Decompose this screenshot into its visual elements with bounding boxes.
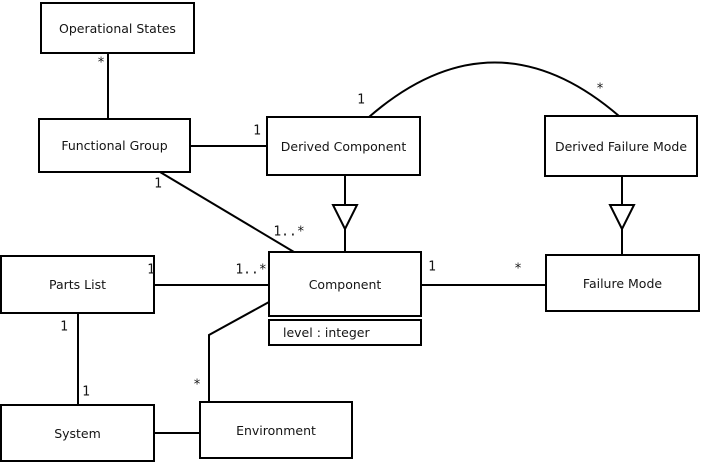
edge-functional-group-component bbox=[159, 171, 295, 253]
class-name-parts-list: Parts List bbox=[48, 277, 106, 292]
attribute-level-integer: level : integer bbox=[283, 325, 370, 340]
class-derived-failure-mode: Derived Failure Mode bbox=[544, 115, 698, 177]
multiplicity-parts-list-to-system-bottom: 1 bbox=[82, 384, 90, 400]
class-name-system: System bbox=[54, 425, 101, 441]
class-name-component: Component bbox=[308, 276, 382, 292]
edge-component-environment bbox=[208, 301, 270, 402]
class-name-functional-group: Functional Group bbox=[61, 138, 168, 153]
class-name-failure-mode: Failure Mode bbox=[582, 275, 663, 291]
generalization-triangle-component bbox=[331, 204, 359, 232]
multiplicity-arc-near-derived-component: 1 bbox=[357, 92, 365, 108]
multiplicity-component-end-from-parts-list: 1..* bbox=[235, 262, 267, 278]
multiplicity-environment-end: * bbox=[193, 377, 201, 393]
class-component-attribute-compartment: level : integer bbox=[268, 319, 422, 346]
class-name-environment: Environment bbox=[236, 422, 316, 438]
multiplicity-parts-list-to-system-top: 1 bbox=[60, 319, 68, 335]
multiplicity-arc-near-derived-failure-mode: * bbox=[596, 81, 604, 97]
class-operational-states: Operational States bbox=[40, 2, 195, 54]
class-name-derived-component: Derived Component bbox=[280, 138, 407, 154]
multiplicity-derived-component-near-functional-group: 1 bbox=[253, 123, 261, 139]
class-functional-group: Functional Group bbox=[38, 118, 191, 173]
multiplicity-functional-group-end: 1 bbox=[154, 176, 162, 192]
class-derived-component: Derived Component bbox=[266, 116, 421, 176]
multiplicity-operational-states: * bbox=[97, 55, 105, 71]
multiplicity-parts-list-end: 1 bbox=[147, 262, 155, 278]
edge-arc-derived-component-derived-failure-mode bbox=[368, 61, 620, 118]
class-component: Component level : integer bbox=[268, 251, 422, 346]
multiplicity-failure-mode-end: * bbox=[514, 261, 522, 277]
class-failure-mode: Failure Mode bbox=[545, 254, 700, 312]
multiplicity-component-end-from-functional-group: 1..* bbox=[273, 224, 305, 240]
class-system: System bbox=[0, 404, 155, 462]
class-name-derived-failure-mode: Derived Failure Mode bbox=[554, 138, 688, 154]
class-parts-list: Parts List bbox=[0, 255, 155, 314]
generalization-triangle-failure-mode bbox=[608, 204, 636, 232]
class-environment: Environment bbox=[199, 401, 353, 459]
class-name-operational-states: Operational States bbox=[59, 20, 176, 36]
class-component-name-compartment: Component bbox=[268, 251, 422, 317]
multiplicity-component-end-to-failure-mode: 1 bbox=[428, 259, 436, 275]
